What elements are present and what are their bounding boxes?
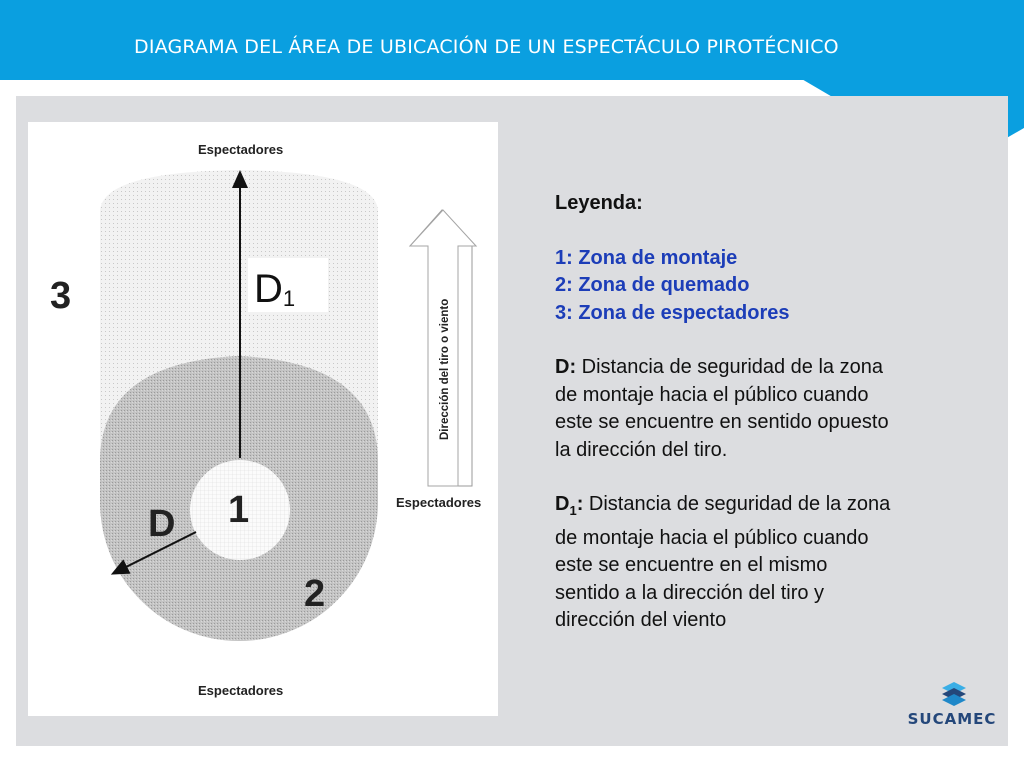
legend-d1-key: D1: xyxy=(555,493,584,518)
d1-label: D1 xyxy=(254,267,295,311)
bottom-spectators-label: Espectadores xyxy=(198,683,283,698)
logo-text: SUCAMEC xyxy=(907,710,997,728)
wind-label: Dirección del tiro o viento xyxy=(439,299,451,440)
safety-zone-diagram: D1 Dirección del tiro o viento Espectado… xyxy=(28,122,498,716)
legend-d-key: D: xyxy=(555,356,577,378)
legend-zone-3: 3: Zona de espectadores xyxy=(555,301,790,324)
legend-zone-1: 1: Zona de montaje xyxy=(555,246,738,269)
legend-d-line-1: D: Distancia de seguridad de la zona xyxy=(555,356,883,378)
legend: Leyenda: 1: Zona de montaje 2: Zona de q… xyxy=(555,190,975,635)
side-spectators-label: Espectadores xyxy=(396,495,481,510)
legend-d-line-4: la dirección del tiro. xyxy=(555,438,728,461)
header-bar xyxy=(0,0,1024,80)
d-arrow xyxy=(110,531,197,575)
legend-zone-2: 2: Zona de quemado xyxy=(555,274,750,296)
legend-d1-line-5: dirección del viento xyxy=(555,609,727,631)
zone-2-label: 2 xyxy=(304,573,325,615)
legend-d-line-3: este se encuentre en sentido opuesto xyxy=(555,411,889,433)
legend-d1-line-1: D1: Distancia de seguridad de la zona xyxy=(555,493,891,518)
zone-1-label: 1 xyxy=(228,489,249,531)
legend-d1-line-3: este se encuentre en el mismo xyxy=(555,554,828,576)
legend-d1-line-4: sentido a la dirección del tiro y xyxy=(555,581,825,604)
legend-d-line-2: de montaje hacia el público cuando xyxy=(555,383,869,406)
zone-1-area xyxy=(190,460,290,560)
legend-d1-line-2: de montaje hacia el público cuando xyxy=(555,526,869,549)
top-spectators-label: Espectadores xyxy=(198,142,283,157)
zone-3-label: 3 xyxy=(50,275,71,317)
sucamec-logo-icon xyxy=(942,682,966,706)
page-title: DIAGRAMA DEL ÁREA DE UBICACIÓN DE UN ESP… xyxy=(134,36,839,58)
legend-title: Leyenda: xyxy=(555,192,643,214)
d-label: D xyxy=(148,503,175,545)
